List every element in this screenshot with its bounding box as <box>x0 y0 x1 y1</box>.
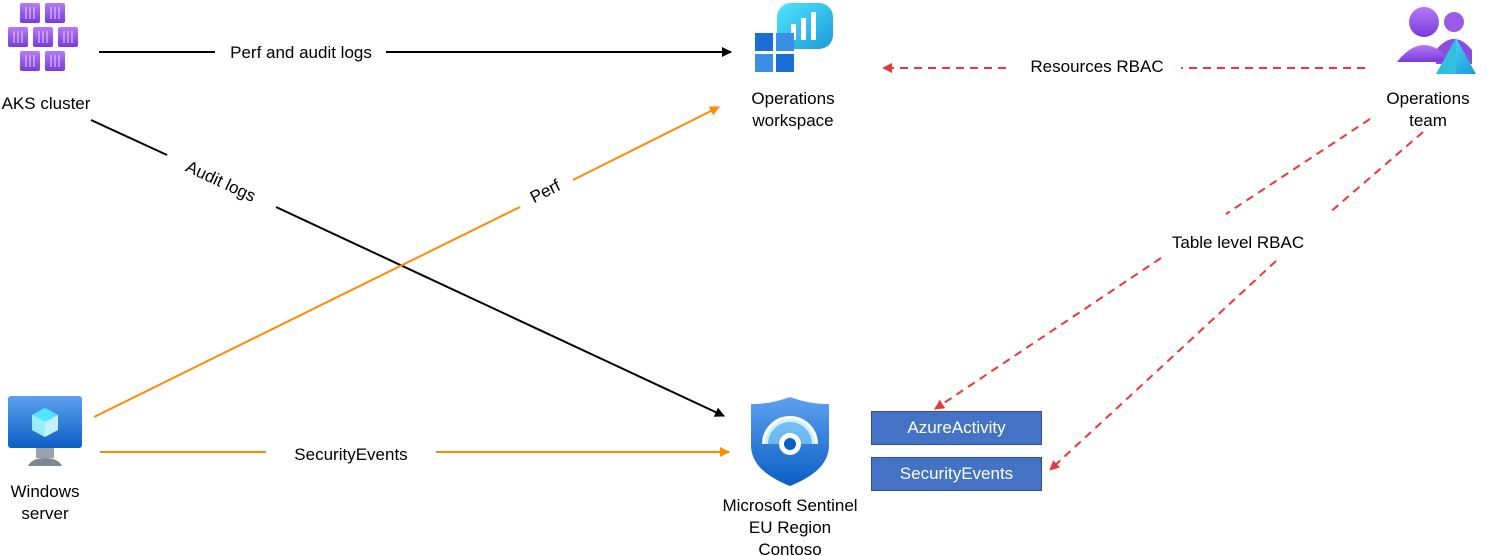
workspace-label-line2: workspace <box>751 111 833 130</box>
edge-label-perf: Perf <box>527 176 564 207</box>
sentinel-label-line3: Contoso <box>758 540 821 556</box>
edge-table-rbac-azureactivity <box>934 118 1371 410</box>
log-analytics-workspace-icon <box>755 3 833 72</box>
sentinel-label-line1: Microsoft Sentinel <box>722 496 857 515</box>
edge-label-resources-rbac: Resources RBAC <box>1030 57 1163 76</box>
edge-label-audit-logs: Audit logs <box>183 157 259 206</box>
table-azureactivity: AzureActivity <box>871 411 1042 445</box>
operations-team-icon <box>1397 7 1476 74</box>
edge-security-events: SecurityEvents <box>100 445 730 464</box>
windows-server-icon <box>8 396 82 466</box>
edge-label-perf-audit-logs: Perf and audit logs <box>230 43 372 62</box>
team-label-line1: Operations <box>1386 89 1469 108</box>
aks-cluster-label: AKS cluster <box>2 94 91 113</box>
edge-label-table-rbac: Table level RBAC <box>1172 233 1304 252</box>
sentinel-label-line2: EU Region <box>749 518 831 537</box>
edge-resources-rbac: Resources RBAC <box>882 57 1365 76</box>
edge-table-rbac-securityevents <box>1049 131 1424 471</box>
windows-server-label-line2: server <box>21 504 69 523</box>
aks-cluster-icon <box>8 3 78 71</box>
microsoft-sentinel-icon <box>751 397 829 486</box>
team-label-line2: team <box>1409 111 1447 130</box>
table-securityevents: SecurityEvents <box>871 457 1042 491</box>
workspace-label-line1: Operations <box>751 89 834 108</box>
windows-server-label-line1: Windows <box>11 482 80 501</box>
edge-label-security-events: SecurityEvents <box>294 445 407 464</box>
edge-perf-audit-logs: Perf and audit logs <box>99 43 732 62</box>
